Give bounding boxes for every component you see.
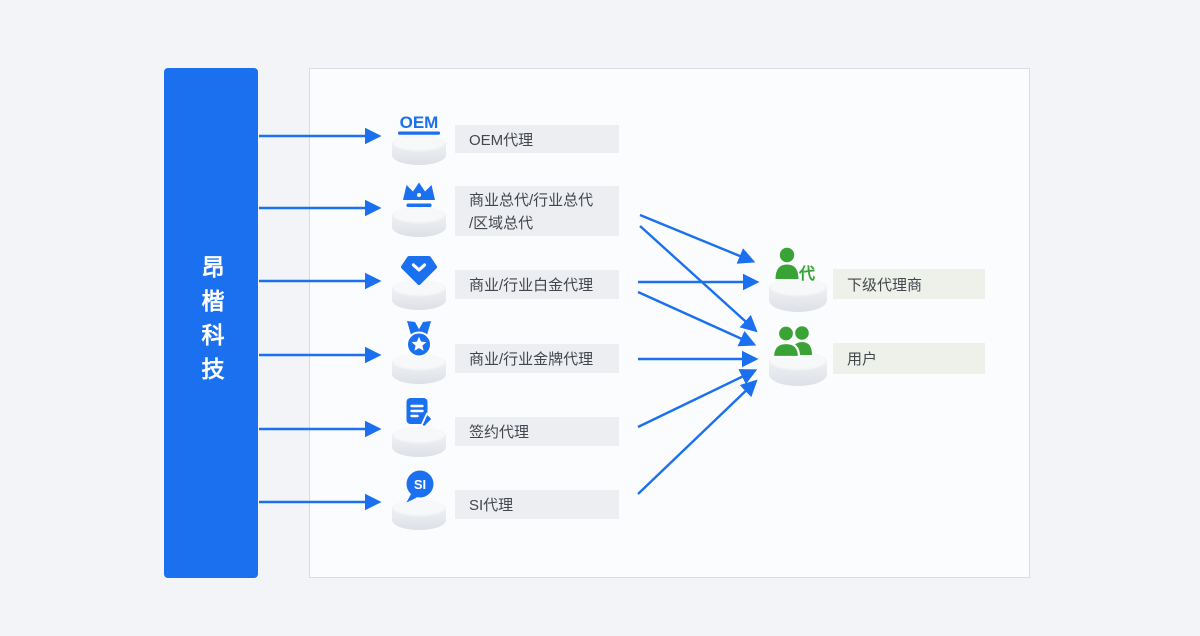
pedestal-platinum bbox=[392, 280, 446, 310]
pedestal-contract bbox=[392, 427, 446, 457]
company-block: 昂楷科技 bbox=[164, 68, 258, 578]
svg-text:OEM: OEM bbox=[400, 113, 439, 132]
si-bubble-icon: SI bbox=[406, 470, 434, 503]
medal-icon bbox=[406, 321, 432, 358]
agent-label-si: SI代理 bbox=[455, 490, 619, 519]
pedestal-gold bbox=[392, 354, 446, 384]
gem-icon bbox=[401, 256, 437, 285]
pedestal-oem bbox=[392, 135, 446, 165]
agent-label-contract: 签约代理 bbox=[455, 417, 619, 446]
company-name: 昂楷科技 bbox=[198, 255, 224, 391]
pedestal-sub-agent bbox=[769, 278, 827, 312]
target-label-user: 用户 bbox=[833, 343, 985, 374]
crown-icon bbox=[403, 182, 435, 207]
oem-badge-icon: OEM bbox=[398, 113, 440, 135]
agent-label-oem: OEM代理 bbox=[455, 125, 619, 153]
pedestal-si bbox=[392, 500, 446, 530]
agent-person-icon: 代 bbox=[775, 247, 815, 283]
agent-label-platinum: 商业/行业白金代理 bbox=[455, 270, 619, 299]
contract-doc-icon bbox=[406, 398, 434, 428]
svg-text:SI: SI bbox=[414, 477, 426, 492]
agent-label-general: 商业总代/行业总代 /区域总代 bbox=[455, 186, 619, 236]
user-group-icon bbox=[771, 324, 812, 359]
agent-label-gold: 商业/行业金牌代理 bbox=[455, 344, 619, 373]
svg-text:代: 代 bbox=[798, 264, 815, 283]
pedestal-general bbox=[392, 207, 446, 237]
target-label-sub-agent: 下级代理商 bbox=[833, 269, 985, 299]
